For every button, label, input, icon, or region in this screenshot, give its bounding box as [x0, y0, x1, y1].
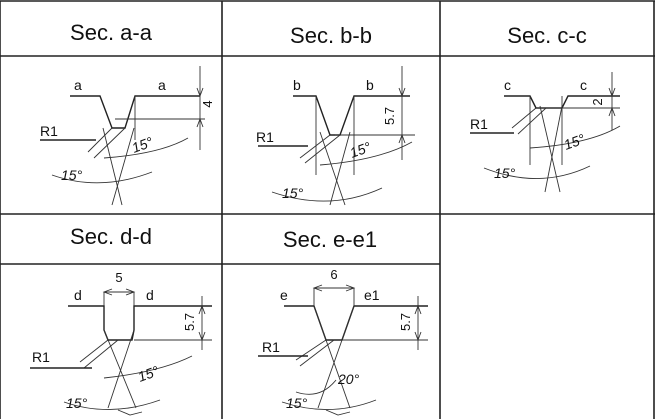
angle-right-label: 15° [348, 138, 374, 160]
width-dimension: 5 [102, 270, 136, 296]
radius-label: R1 [32, 349, 50, 365]
groove-profile [40, 95, 205, 206]
groove-profile [470, 95, 621, 193]
width-value: 6 [330, 267, 337, 282]
section-mark-right: d [146, 287, 154, 303]
width-value: 5 [115, 270, 122, 285]
depth-value: 5.7 [182, 313, 197, 331]
depth-dimension: 2 [590, 72, 616, 130]
section-d-d: Sec. d-d 5 d d R1 5.7 [30, 224, 212, 416]
angle-bottom-label: 15° [494, 165, 516, 181]
depth-dimension: 5.7 [182, 296, 206, 350]
section-mark-right: b [366, 77, 374, 93]
section-e-e1: Sec. e-e1 6 e e1 R1 5.7 [258, 227, 428, 416]
section-header: Sec. e-e1 [283, 227, 377, 252]
section-mark-left: a [74, 77, 82, 93]
section-c-c: Sec. c-c c c R1 2 15° 15° [470, 23, 621, 193]
groove-profile [30, 292, 212, 416]
angle-bottom-label: 15° [61, 167, 83, 183]
angle-right-label: 15° [130, 133, 156, 155]
section-header: Sec. d-d [70, 224, 152, 249]
depth-dimension: 4 [196, 66, 215, 150]
depth-dimension: 5.7 [398, 296, 422, 350]
angle-bottom-label: 15° [282, 185, 304, 201]
depth-value: 5.7 [398, 313, 413, 331]
groove-profile [258, 95, 415, 206]
section-mark-left: b [293, 77, 301, 93]
section-header: Sec. a-a [70, 20, 153, 45]
radius-label: R1 [470, 116, 488, 132]
angle-bottom-label: 15° [66, 395, 88, 411]
section-a-a: Sec. a-a a a R1 4 15° 15° [40, 20, 215, 206]
section-mark-right: c [580, 77, 587, 93]
section-mark-right: e1 [364, 287, 380, 303]
section-header: Sec. c-c [507, 23, 586, 48]
depth-value: 5.7 [382, 107, 397, 125]
depth-dimension: 5.7 [382, 66, 406, 160]
angle-right-label: 20° [337, 371, 360, 387]
groove-profile [258, 288, 428, 416]
section-mark-left: c [504, 77, 511, 93]
depth-value: 4 [200, 100, 215, 107]
section-b-b: Sec. b-b b b R1 5.7 15° 15° [256, 23, 415, 206]
section-header: Sec. b-b [290, 23, 372, 48]
radius-label: R1 [40, 123, 58, 139]
radius-label: R1 [262, 339, 280, 355]
width-dimension: 6 [312, 267, 356, 292]
depth-value: 2 [590, 98, 605, 105]
radius-label: R1 [256, 129, 274, 145]
section-mark-left: e [280, 287, 288, 303]
angle-right-label: 15° [562, 130, 588, 152]
section-mark-left: d [74, 287, 82, 303]
angle-right-label: 15° [136, 362, 162, 384]
angle-bottom-label: 15° [286, 395, 308, 411]
section-mark-right: a [158, 77, 166, 93]
